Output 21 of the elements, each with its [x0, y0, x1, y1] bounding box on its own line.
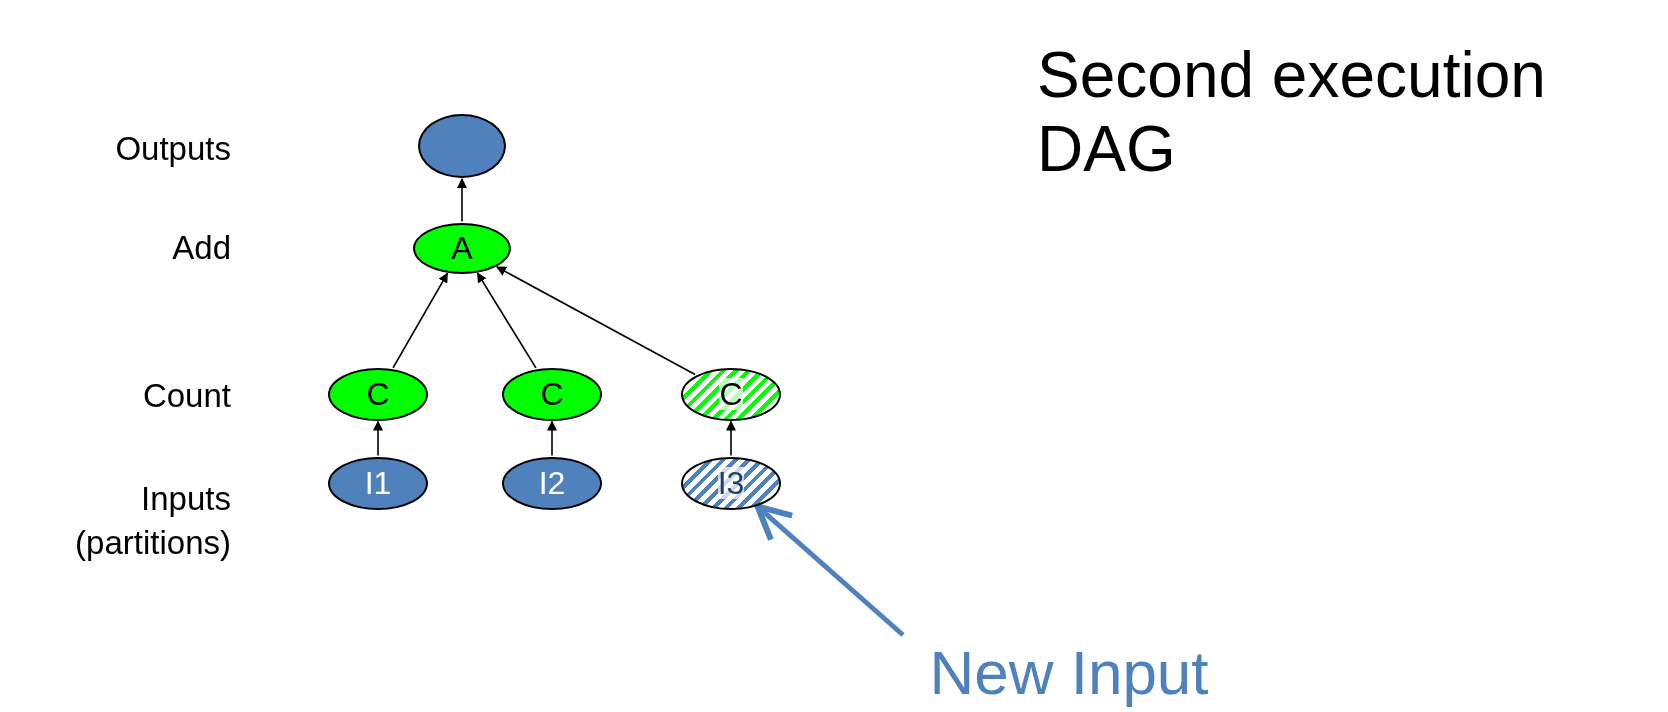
node-ellipse: C — [328, 367, 428, 421]
arrow — [754, 503, 905, 637]
node-ellipse: C — [502, 367, 602, 421]
node-ellipse: A — [413, 222, 511, 274]
title: Second execution DAG — [1037, 38, 1547, 186]
node-ellipse: I1 — [328, 456, 428, 510]
arrow — [392, 272, 449, 369]
row-label: Outputs — [114, 129, 231, 169]
node-ellipse: C — [681, 367, 781, 421]
arrow — [726, 420, 736, 457]
callout-text: New Input — [899, 637, 1239, 707]
arrow — [547, 420, 557, 457]
arrow — [373, 420, 383, 457]
row-label: Add — [171, 228, 231, 268]
node-ellipse: I2 — [502, 456, 602, 510]
row-label: Inputs (partitions) — [74, 479, 231, 563]
arrow — [476, 272, 537, 369]
node-ellipse: I3 — [681, 456, 781, 510]
arrow — [457, 178, 467, 223]
arrow — [496, 266, 696, 376]
row-label: Count — [141, 376, 231, 416]
